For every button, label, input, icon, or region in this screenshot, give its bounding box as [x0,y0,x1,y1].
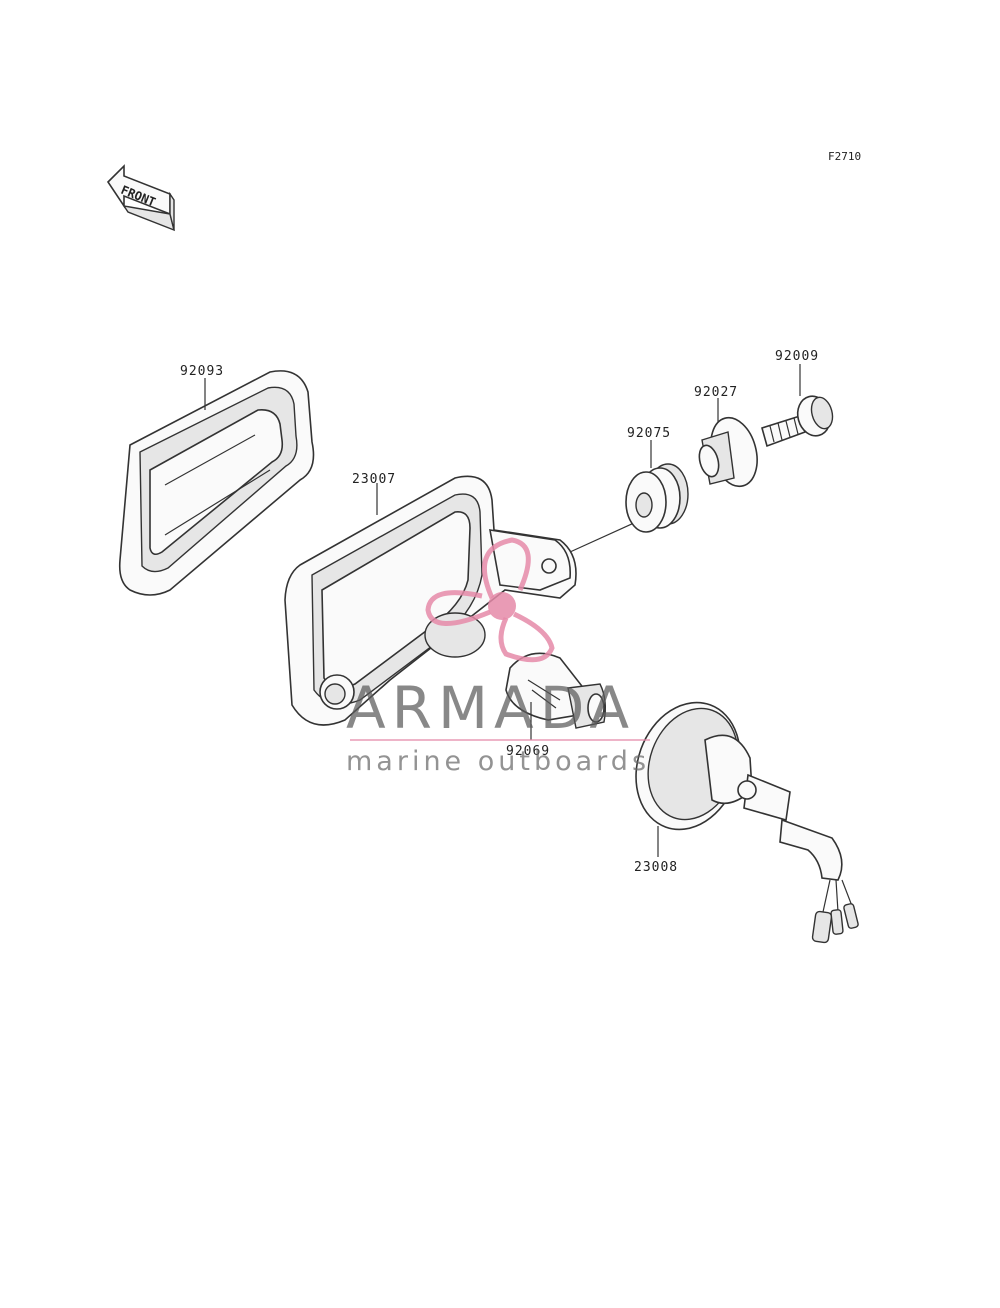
part-number-23007: 23007 [352,472,396,487]
part-number-92093: 92093 [180,364,224,379]
gasket-frame-92093 [118,370,315,596]
grommet-92075 [625,463,689,533]
armada-watermark: ARMADA marine outboards [346,537,650,777]
figure-code: F2710 [828,150,861,163]
part-number-92069: 92069 [506,744,550,759]
part-number-23008: 23008 [634,860,678,875]
watermark-name: ARMADA [346,674,635,742]
propeller-logo [425,537,555,663]
screw-92009 [761,395,834,448]
part-number-92027: 92027 [694,385,738,400]
part-number-92075: 92075 [627,426,671,441]
bulb-92069 [505,652,607,729]
front-arrow-icon: FRONT [106,164,176,232]
part-number-92009: 92009 [775,349,819,364]
socket-23008 [635,701,859,944]
collar-92027 [698,416,758,488]
watermark-tagline: marine outboards [346,746,650,777]
